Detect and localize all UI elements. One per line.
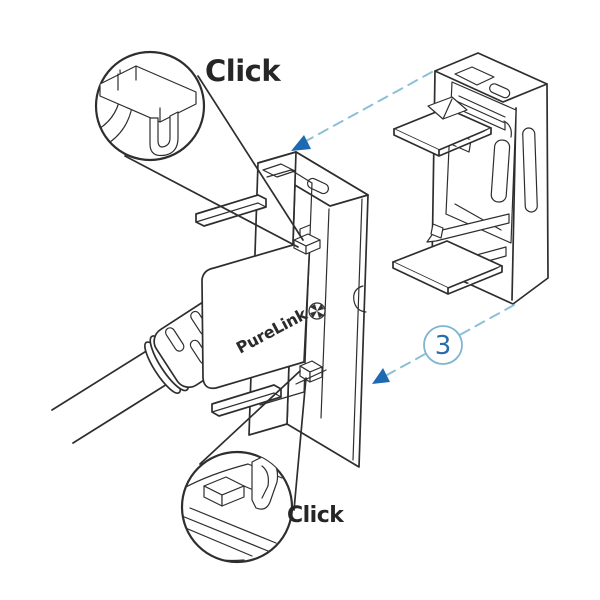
- click-label-bottom: Click: [287, 503, 345, 528]
- side-lock-tab: [353, 285, 367, 313]
- insert-arrow-top-icon: [291, 135, 311, 151]
- click-label-top: Click: [205, 54, 281, 88]
- module-bottom-flap: [392, 240, 503, 295]
- insertion-guides: 3: [291, 71, 515, 384]
- top-latch-clip: [293, 224, 321, 255]
- hdmi-connector: PureLink: [201, 239, 326, 390]
- bottom-latch-clip: [295, 360, 327, 385]
- magnified-clip-detail-bottom: [182, 454, 283, 562]
- plate-wings: [195, 194, 282, 417]
- magnifier-callout-bottom: [180, 370, 307, 564]
- magnifier-callout-top: [94, 50, 304, 248]
- peg-detail: [489, 83, 511, 99]
- step-badge: 3: [423, 325, 463, 365]
- step-number: 3: [435, 331, 452, 361]
- clip-arm-upper: [426, 213, 510, 243]
- keystone-module: [392, 52, 549, 305]
- insert-arrow-bottom-icon: [372, 368, 390, 384]
- module-top-flap: [393, 96, 492, 157]
- pinwheel-logo-icon: [308, 302, 326, 320]
